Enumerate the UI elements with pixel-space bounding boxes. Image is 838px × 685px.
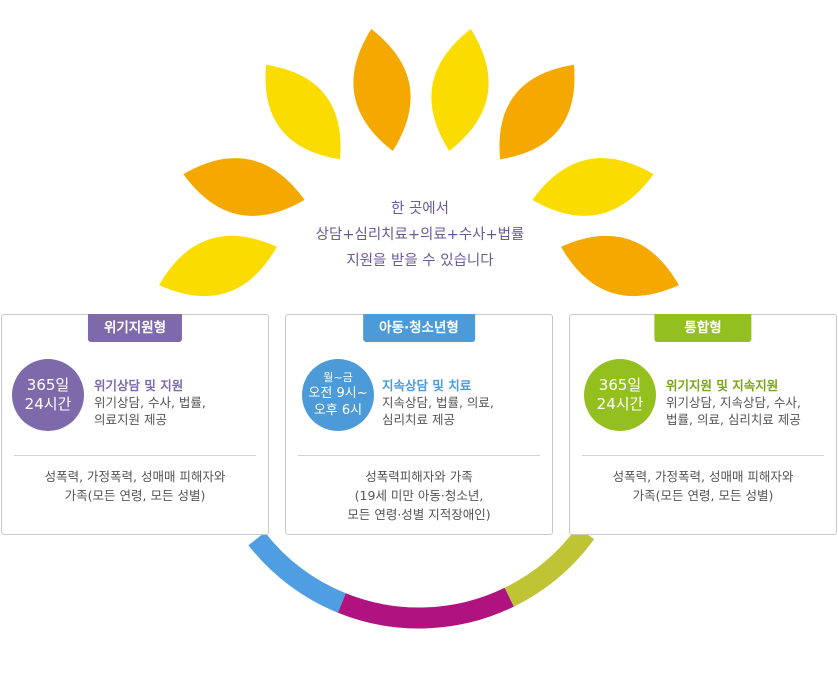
service-line: 위기상담, 지속상담, 수사, [666, 395, 801, 410]
target-line: 성폭력, 가정폭력, 성매매 피해자와 [44, 469, 226, 484]
petal-shape [265, 64, 341, 160]
petal-shape [183, 158, 305, 216]
badge-line-1: 오전 9시~ [308, 386, 368, 401]
target-line: (19세 미만 아동·청소년, [354, 488, 484, 503]
badge-line-1: 365일 [598, 376, 642, 394]
card-tag: 아동·청소년형 [363, 314, 475, 342]
petals [159, 28, 679, 297]
service-description: 위기상담 및 지원 위기상담, 수사, 법률, 의료지원 제공 [94, 377, 206, 428]
intro-line-3: 지원을 받을 수 있습니다 [346, 253, 494, 269]
service-head: 위기상담 및 지원 [94, 378, 184, 393]
card-crisis-support: 위기지원형 365일 24시간 위기상담 및 지원 위기상담, 수사, 법률, … [1, 314, 269, 535]
intro-line-1: 한 곳에서 [391, 201, 449, 217]
bottom-arc [248, 526, 595, 629]
hours-badge: 365일 24시간 [584, 359, 656, 431]
arc-segment [504, 526, 595, 607]
service-line: 지속상담, 법률, 의료, [382, 395, 494, 410]
target-line: 모든 연령·성별 지적장애인) [347, 507, 491, 522]
petal-shape [561, 235, 679, 297]
card-tag: 통합형 [654, 314, 752, 342]
service-line: 위기상담, 수사, 법률, [94, 395, 206, 410]
badge-days: 월~금 [323, 371, 353, 384]
divider [14, 455, 256, 456]
target-description: 성폭력피해자와 가족 (19세 미만 아동·청소년, 모든 연령·성별 지적장애… [286, 467, 552, 524]
intro-line-2: 상담+심리치료+의료+수사+법률 [315, 227, 525, 243]
target-description: 성폭력, 가정폭력, 성매매 피해자와 가족(모든 연령, 모든 성별) [2, 467, 268, 505]
target-line: 성폭력피해자와 가족 [365, 469, 473, 484]
badge-line-2: 오후 6시 [313, 403, 363, 418]
petal-shape [499, 64, 575, 160]
service-description: 위기지원 및 지속지원 위기상담, 지속상담, 수사, 법률, 의료, 심리치료… [666, 377, 801, 428]
badge-line-1: 365일 [26, 376, 70, 394]
badge-line-2: 24시간 [596, 395, 644, 413]
hours-badge: 365일 24시간 [12, 359, 84, 431]
service-head: 위기지원 및 지속지원 [666, 378, 779, 393]
intro-text: 한 곳에서 상담+심리치료+의료+수사+법률 지원을 받을 수 있습니다 [270, 196, 570, 274]
petal-shape [431, 28, 489, 152]
badge-line-2: 24시간 [24, 395, 72, 413]
target-line: 성폭력, 가정폭력, 성매매 피해자와 [612, 469, 794, 484]
service-line: 의료지원 제공 [94, 412, 167, 427]
service-line: 심리치료 제공 [382, 412, 455, 427]
divider [582, 455, 824, 456]
card-integrated: 통합형 365일 24시간 위기지원 및 지속지원 위기상담, 지속상담, 수사… [569, 314, 837, 535]
service-description: 지속상담 및 치료 지속상담, 법률, 의료, 심리치료 제공 [382, 377, 494, 428]
divider [298, 455, 540, 456]
arc-segment [337, 587, 514, 629]
target-line: 가족(모든 연령, 모든 성별) [64, 488, 206, 503]
hours-badge: 월~금 오전 9시~ 오후 6시 [302, 359, 374, 431]
card-tag: 위기지원형 [87, 314, 183, 342]
petal-shape [532, 158, 654, 216]
arc-segment [248, 532, 346, 613]
service-line: 법률, 의료, 심리치료 제공 [666, 412, 801, 427]
target-description: 성폭력, 가정폭력, 성매매 피해자와 가족(모든 연령, 모든 성별) [570, 467, 836, 505]
service-head: 지속상담 및 치료 [382, 378, 472, 393]
petal-shape [353, 28, 411, 152]
petal-shape [159, 235, 277, 297]
target-line: 가족(모든 연령, 모든 성별) [632, 488, 774, 503]
card-child-youth: 아동·청소년형 월~금 오전 9시~ 오후 6시 지속상담 및 치료 지속상담,… [285, 314, 553, 535]
